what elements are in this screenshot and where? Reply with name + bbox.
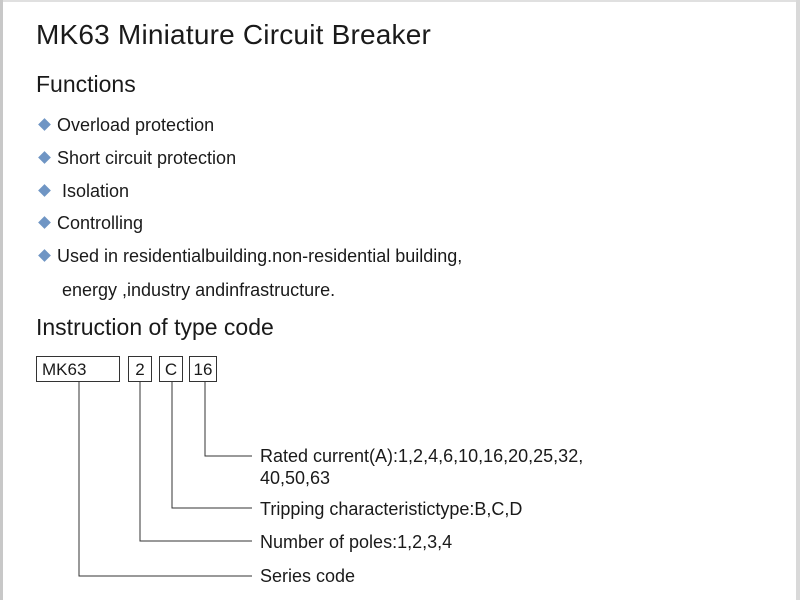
leader-line-rated-current: [204, 382, 252, 457]
functions-heading: Functions: [36, 71, 136, 97]
desc-tripping: Tripping characteristictype:B,C,D: [260, 499, 523, 519]
left-edge: [0, 0, 3, 600]
function-item-continuation: energy ,industry andinfrastructure.: [62, 280, 336, 300]
type-code-heading: Instruction of type code: [36, 314, 274, 340]
desc-series: Series code: [260, 566, 356, 586]
leader-line-series: [78, 382, 252, 577]
desc-rated-current-line1: Rated current(A):1,2,4,6,10,16,20,25,32,: [260, 446, 584, 466]
desc-rated-current-line2: 40,50,63: [260, 468, 331, 488]
page-title: MK63 Miniature Circuit Breaker: [36, 19, 432, 50]
function-item-short-circuit: Short circuit protection: [38, 147, 236, 169]
code-box-rated-current: 16: [189, 356, 217, 382]
desc-rated-current: Rated current(A):1,2,4,6,10,16,20,25,32,…: [260, 445, 583, 489]
function-item-isolation: Isolation: [38, 180, 129, 202]
function-item-used-in: Used in residentialbuilding.non-resident…: [38, 245, 462, 267]
right-edge: [796, 0, 800, 600]
function-item-overload: Overload protection: [38, 114, 214, 136]
function-item-controlling: Controlling: [38, 212, 143, 234]
leader-line-poles: [139, 382, 252, 542]
code-box-series: MK63: [36, 356, 120, 382]
code-box-poles: 2: [128, 356, 152, 382]
top-edge: [0, 0, 800, 2]
leader-line-tripping: [171, 382, 252, 509]
desc-poles: Number of poles:1,2,3,4: [260, 532, 453, 552]
code-box-tripping: C: [159, 356, 183, 382]
